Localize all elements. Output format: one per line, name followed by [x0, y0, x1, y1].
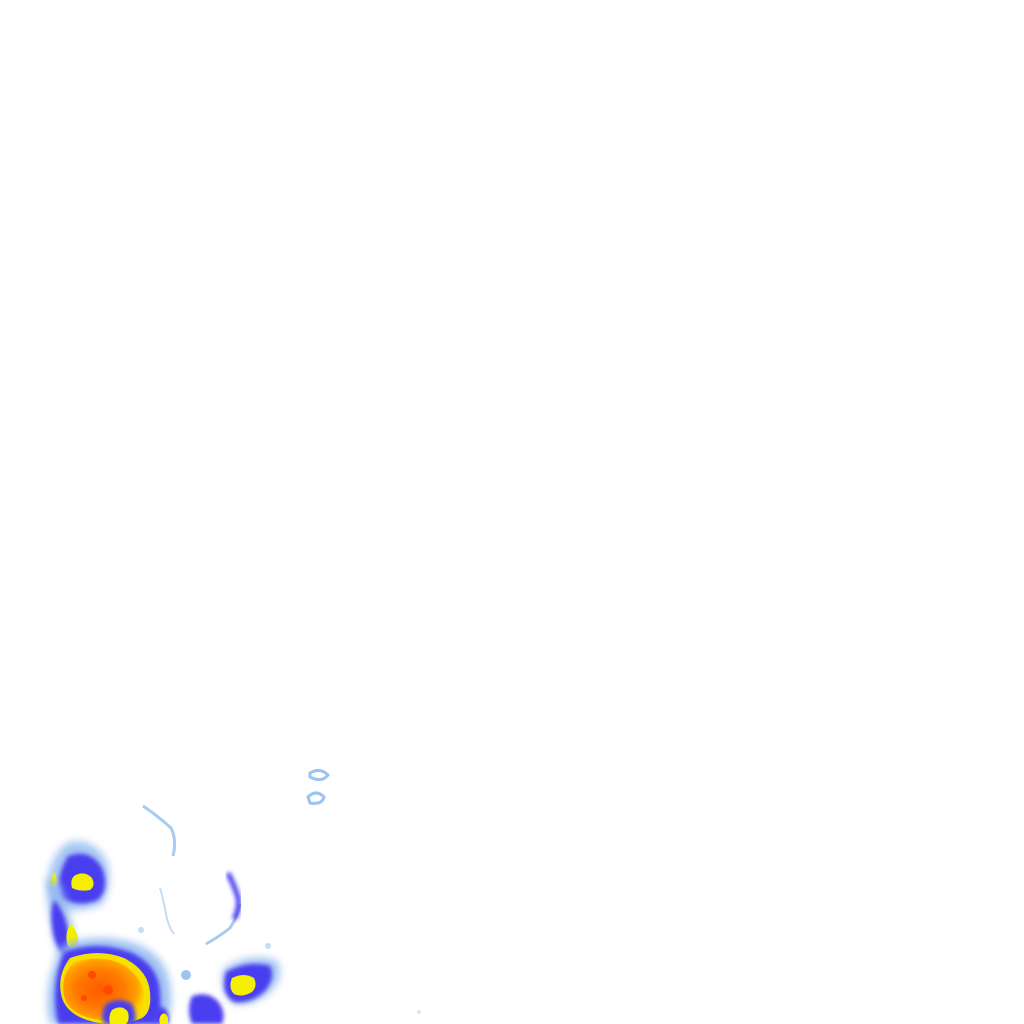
light-echo-ring-north [308, 768, 330, 782]
light-echo-line-2 [159, 887, 175, 935]
southern-cell [102, 994, 224, 1024]
moderate-streak-east [225, 871, 241, 921]
light-echo-dot-1 [138, 927, 144, 933]
southwest-core [47, 937, 171, 1024]
eastern-cell [222, 957, 281, 1005]
light-echo-dot-4 [417, 1010, 421, 1014]
light-echo-ring-north-2 [306, 791, 326, 805]
light-echo-dot-3 [181, 970, 191, 980]
light-echo-line-1 [142, 804, 177, 857]
light-echoes [138, 768, 421, 1014]
light-echo-dot-2 [265, 943, 271, 949]
